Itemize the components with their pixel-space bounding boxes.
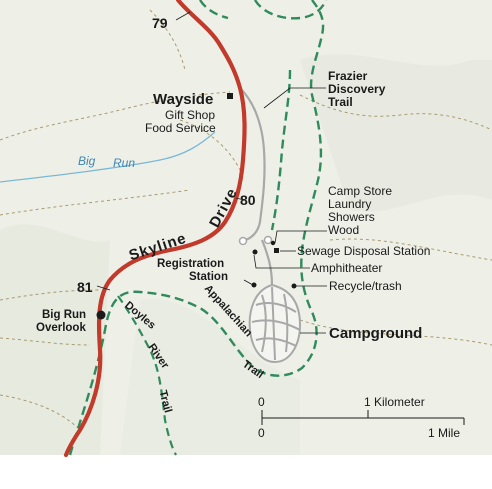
laundry-label: Laundry [328, 197, 371, 211]
relief-shade [0, 224, 110, 455]
showers-label: Showers [328, 210, 375, 224]
gift-shop-label: Gift Shop [165, 108, 215, 122]
mile-81-tick [96, 285, 111, 291]
campground-access-road [260, 239, 274, 286]
mile-80-label: 80 [240, 192, 256, 208]
road-end-circle [263, 235, 273, 245]
scale-mile-zero: 0 [258, 426, 265, 440]
amphitheater-label: Amphitheater [311, 261, 382, 275]
campground-loops [248, 283, 302, 364]
scale-bar [261, 410, 465, 425]
big-run-label-run: Run [113, 156, 135, 170]
road-end-circle [238, 236, 248, 246]
map-margin [0, 455, 492, 489]
registration-label: Registration [157, 258, 224, 270]
amphitheater-marker [252, 249, 258, 255]
scale-km-label: 1 Kilometer [364, 395, 425, 409]
station-label: Station [189, 271, 228, 283]
appalachian-trail [68, 0, 328, 456]
relief-shade [300, 54, 492, 212]
mile-81-label: 81 [77, 279, 93, 295]
recycle-label: Recycle/trash [329, 279, 402, 293]
mile-79-label: 79 [152, 15, 168, 31]
wayside-label: Wayside [153, 91, 213, 108]
camp-store-marker [270, 240, 276, 246]
registration-marker [251, 282, 257, 288]
scale-mile-label: 1 Mile [428, 426, 460, 440]
doyles-trail-label: Trail [156, 389, 173, 414]
skyline-drive [63, 0, 247, 458]
frazier-label-line2: Discovery [328, 82, 386, 96]
sewage-label: Sewage Disposal Station [297, 244, 430, 258]
leader-lines [243, 87, 327, 334]
campground-label: Campground [329, 325, 422, 342]
doyles-river-trail [117, 295, 177, 456]
sewage-station-marker [274, 248, 279, 253]
mile-79-tick [175, 11, 191, 21]
frazier-label-line1: Frazier [328, 69, 368, 83]
mile-80-tick [235, 197, 245, 201]
big-run-overlook-line1: Big Run [42, 309, 86, 321]
big-run-stream [0, 131, 216, 183]
wood-label: Wood [328, 223, 359, 237]
big-run-overlook-line2: Overlook [36, 322, 86, 334]
scale-km-zero: 0 [258, 395, 265, 409]
food-service-label: Food Service [145, 121, 216, 135]
recycle-marker [291, 283, 297, 289]
big-run-overlook-marker [96, 310, 106, 320]
big-run-label-big: Big [78, 154, 96, 168]
camp-store-label: Camp Store [328, 184, 392, 198]
wayside-marker [227, 93, 233, 99]
frazier-label-line3: Trail [328, 95, 353, 109]
wayside-access-road [239, 87, 266, 242]
minor-paths [0, 9, 492, 431]
